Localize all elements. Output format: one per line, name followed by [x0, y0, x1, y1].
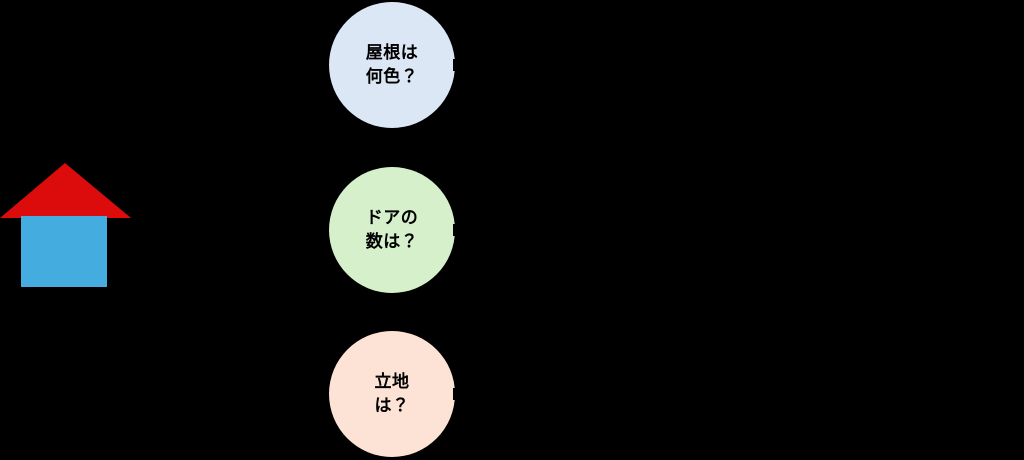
question-bubble-label: ドアの 数は？	[365, 207, 419, 252]
question-bubble-roof-color[interactable]: 屋根は 何色？	[329, 2, 457, 128]
bubble-edge-notch	[453, 59, 457, 71]
question-bubble-label: 立地 は？	[374, 371, 410, 416]
house-body-icon	[21, 216, 107, 287]
question-bubble-label: 屋根は 何色？	[365, 42, 419, 87]
question-bubble-location[interactable]: 立地 は？	[329, 331, 457, 457]
question-bubble-door-count[interactable]: ドアの 数は？	[329, 167, 457, 293]
bubble-edge-notch	[453, 224, 457, 236]
house-icon	[0, 155, 140, 295]
bubble-edge-notch	[453, 388, 457, 400]
house-roof-icon	[0, 163, 131, 218]
